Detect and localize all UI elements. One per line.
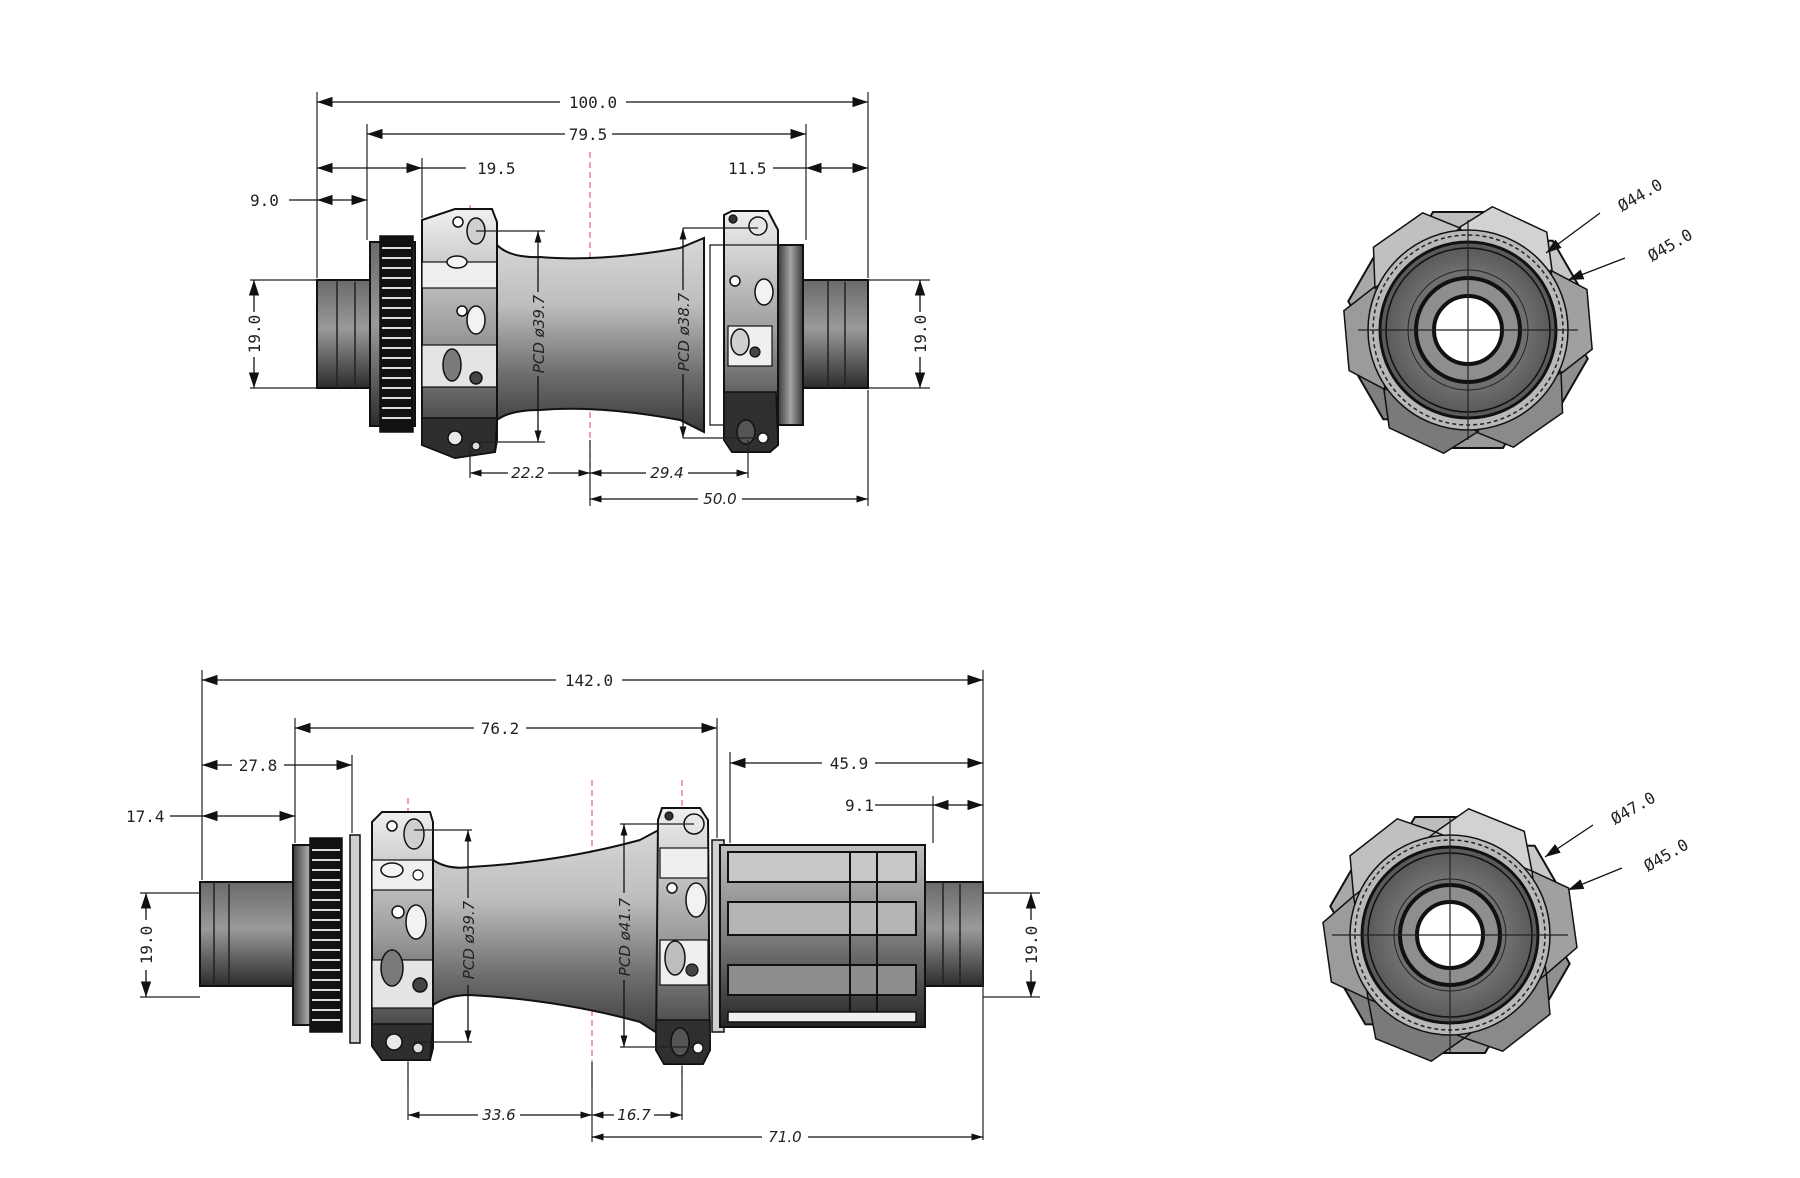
- dim-11-5: 11.5: [728, 159, 868, 178]
- dim-overall-142: 142.0: [202, 671, 983, 690]
- left-flange: [421, 208, 498, 460]
- rear-hub-end-view: [1322, 807, 1578, 1063]
- lockring: [349, 834, 361, 1044]
- left-flange: [371, 811, 434, 1061]
- dim-label: 29.4: [650, 464, 683, 482]
- dim-label: 19.0: [1022, 926, 1041, 965]
- dim-17-4: 17.4: [126, 807, 295, 826]
- dim-label: 76.2: [481, 719, 520, 738]
- dim-label: 45.9: [830, 754, 869, 773]
- right-flange: [709, 210, 787, 453]
- dim-axle-right: 19.0: [911, 280, 930, 388]
- dim-79-5: 79.5: [367, 125, 806, 144]
- dim-label: 9.0: [250, 191, 279, 210]
- hub-shell: [496, 236, 705, 434]
- dim-label: Ø45.0: [1641, 835, 1692, 876]
- dim-16-7: 16.7: [592, 1106, 682, 1124]
- dim-label: 100.0: [569, 93, 617, 112]
- dim-19-5: 19.5: [317, 159, 516, 178]
- dim-label: 33.6: [482, 1106, 515, 1124]
- dim-label: 16.7: [617, 1106, 651, 1124]
- dim-label: 27.8: [239, 756, 278, 775]
- dim-label: 19.0: [137, 926, 156, 965]
- dim-label: 17.4: [126, 807, 165, 826]
- dim-27-8: 27.8: [202, 756, 352, 775]
- freehub-body: [711, 839, 926, 1033]
- dim-pcd-left: PCD ø39.7: [460, 830, 478, 1042]
- right-axle-end: [802, 279, 869, 389]
- right-bearing-shoulder: [777, 244, 804, 426]
- dim-label: 22.2: [511, 464, 544, 482]
- dim-label: 50.0: [703, 490, 736, 508]
- dim-axle-left: 19.0: [245, 280, 264, 388]
- dim-33-6: 33.6: [408, 1106, 592, 1124]
- dim-label: Ø47.0: [1608, 788, 1659, 829]
- dim-50-0: 50.0: [590, 490, 868, 508]
- dim-22-2: 22.2: [470, 464, 590, 482]
- centerlock-spline: [309, 837, 343, 1033]
- dim-label: 19.0: [911, 315, 930, 354]
- left-axle-end: [316, 279, 378, 389]
- dim-axle-left: 19.0: [137, 893, 156, 997]
- front-hub-end-view: [1343, 205, 1593, 455]
- dim-label: 9.1: [845, 796, 874, 815]
- dim-label: 19.5: [477, 159, 516, 178]
- front-hub-side-view: 100.0 79.5 19.5 11.5 9.0: [245, 92, 930, 508]
- dim-pcd-left: PCD ø39.7: [530, 231, 548, 442]
- front-end-view-dims: Ø44.0 Ø45.0: [1545, 175, 1696, 281]
- dim-pcd-right: PCD ø38.7: [675, 228, 693, 438]
- dim-axle-right: 19.0: [1022, 893, 1041, 997]
- centerlock-spline: [379, 235, 414, 433]
- dim-45-9: 45.9: [730, 754, 983, 773]
- dim-label: 11.5: [728, 159, 767, 178]
- dim-29-4: 29.4: [590, 464, 748, 482]
- dim-label: Ø45.0: [1645, 225, 1696, 266]
- dim-label: PCD ø41.7: [616, 897, 634, 976]
- dim-label: PCD ø38.7: [675, 292, 693, 371]
- dim-label: 79.5: [569, 125, 608, 144]
- rear-end-view-dims: Ø47.0 Ø45.0: [1544, 788, 1692, 891]
- dim-pcd-right: PCD ø41.7: [616, 824, 634, 1047]
- right-flange: [654, 807, 712, 1065]
- rear-hub-side-view: 142.0 76.2 27.8 17.4 45.9: [126, 670, 1041, 1146]
- left-axle-end: [199, 881, 296, 987]
- dim-label: Ø44.0: [1615, 175, 1666, 216]
- dim-label: 19.0: [245, 315, 264, 354]
- dim-71-0: 71.0: [592, 1128, 983, 1146]
- dim-76-2: 76.2: [295, 719, 717, 738]
- dim-overall-100: 100.0: [317, 93, 868, 112]
- dim-9-0: 9.0: [250, 191, 367, 210]
- right-axle-end: [924, 881, 984, 987]
- dim-label: 142.0: [565, 671, 613, 690]
- dim-9-1: 9.1: [845, 796, 983, 815]
- dim-label: PCD ø39.7: [530, 294, 548, 373]
- dim-label: 71.0: [768, 1128, 801, 1146]
- dim-label: PCD ø39.7: [460, 900, 478, 979]
